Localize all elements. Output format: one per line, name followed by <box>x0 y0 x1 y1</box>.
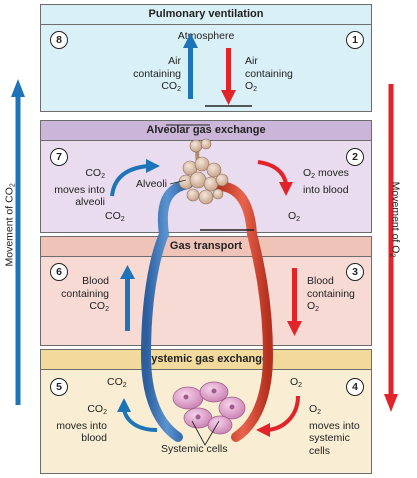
air-o2-down-arrow <box>221 48 236 105</box>
cells-leader-line <box>191 420 220 446</box>
panel-title: Pulmonary ventilation <box>41 5 371 25</box>
gas-transport-panel: Gas transport 6 3 Blood containing CO2 B… <box>40 236 372 346</box>
arterial-vessel <box>213 181 274 442</box>
co2-label: CO2 <box>105 210 125 223</box>
pulmonary-ventilation-panel: Pulmonary ventilation 8 1 Atmosphere Air… <box>40 4 372 112</box>
step-5-badge: 5 <box>50 378 68 396</box>
alveoli-label: Alveoli <box>136 178 167 190</box>
co2-moves-into-blood-label: CO2 moves into blood <box>56 403 107 444</box>
blood-co2-label: Blood containing CO2 <box>61 275 109 313</box>
o2-movement-arrow <box>384 84 398 412</box>
arrowhead <box>256 423 270 437</box>
co2-label: CO2 <box>107 376 127 389</box>
o2-moves-into-blood-label: O2 moves into blood <box>303 167 349 196</box>
o2-label: O2 <box>288 210 301 223</box>
blood-co2-up-arrow <box>120 265 135 331</box>
systemic-cells-label: Systemic cells <box>161 443 228 455</box>
air-o2-label: Air containing O2 <box>245 55 293 93</box>
air-co2-label: Air containing CO2 <box>133 55 181 93</box>
alveoli-leader-line <box>169 179 187 185</box>
co2-into-alveoli-arrow <box>110 164 149 197</box>
air-co2-up-arrow <box>183 33 198 99</box>
step-4-badge: 4 <box>346 378 364 396</box>
step-3-badge: 3 <box>346 263 364 281</box>
co2-into-blood-arrow <box>122 409 158 432</box>
o2-into-blood-arrow <box>257 160 288 185</box>
step-6-badge: 6 <box>50 263 68 281</box>
step-8-badge: 8 <box>50 31 68 49</box>
panel-title: Gas transport <box>41 237 371 257</box>
arrowhead <box>117 398 131 412</box>
arrowhead <box>279 182 293 196</box>
step-7-badge: 7 <box>50 148 68 166</box>
co2-moves-into-alveoli-label: CO2 moves into alveoli <box>54 167 105 208</box>
co2-movement-arrow <box>11 79 25 405</box>
systemic-gas-exchange-panel: Systemic gas exchange 5 4 CO2 O2 CO2 mov… <box>40 349 372 474</box>
panel-title: Systemic gas exchange <box>41 350 371 370</box>
o2-into-cells-arrow <box>267 395 300 432</box>
step-1-badge: 1 <box>346 31 364 49</box>
alveolar-gas-exchange-panel: Alveolar gas exchange 7 2 CO2 moves into… <box>40 120 372 233</box>
alveoli-cluster <box>178 138 229 205</box>
systemic-cells <box>172 381 246 435</box>
arrowhead <box>146 159 160 173</box>
blood-o2-down-arrow <box>287 268 302 336</box>
step-2-badge: 2 <box>346 148 364 166</box>
o2-label: O2 <box>290 376 303 389</box>
o2-moves-into-cells-label: O2 moves into systemic cells <box>309 403 360 457</box>
blood-o2-label: Blood containing O2 <box>307 275 355 313</box>
